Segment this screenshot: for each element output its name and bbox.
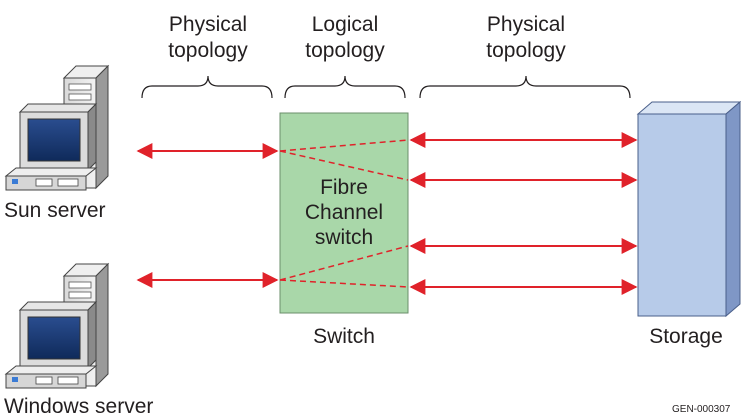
physical-topology-right-line2: topology — [486, 39, 566, 62]
switch-caption: Switch — [313, 325, 375, 348]
physical-topology-label-right: Physical topology — [476, 12, 576, 64]
sun-server-label: Sun server — [4, 199, 106, 222]
physical-topology-brace-right — [419, 75, 631, 99]
switch-inner-line2: Channel — [304, 201, 384, 224]
switch-inner-label: Fibre Channel switch — [294, 175, 394, 250]
physical-topology-left-line2: topology — [168, 39, 248, 62]
storage-caption: Storage — [649, 325, 723, 348]
windows-server-computer-icon — [4, 262, 110, 389]
windows-server-label: Windows server — [4, 395, 154, 418]
logical-topology-brace — [284, 75, 406, 99]
switch-inner-line3: switch — [314, 226, 374, 249]
logical-path-sun-2 — [279, 150, 409, 181]
storage-array-icon — [636, 100, 741, 318]
switch-inner-line1: Fibre — [320, 176, 368, 199]
logical-path-windows-2 — [279, 279, 409, 288]
physical-topology-left-line1: Physical — [168, 13, 248, 36]
physical-topology-right-line1: Physical — [486, 13, 566, 36]
physical-topology-brace-left — [141, 75, 273, 99]
figure-id: GEN-000307 — [672, 404, 731, 415]
physical-topology-label-left: Physical topology — [158, 12, 258, 64]
logical-topology-line1: Logical — [311, 13, 379, 36]
fibre-channel-switch-box — [279, 112, 409, 314]
logical-topology-label: Logical topology — [295, 12, 395, 64]
logical-topology-line2: topology — [305, 39, 385, 62]
logical-path-windows-1 — [279, 245, 409, 281]
sun-server-computer-icon — [4, 64, 110, 191]
logical-path-sun-1 — [279, 139, 409, 152]
